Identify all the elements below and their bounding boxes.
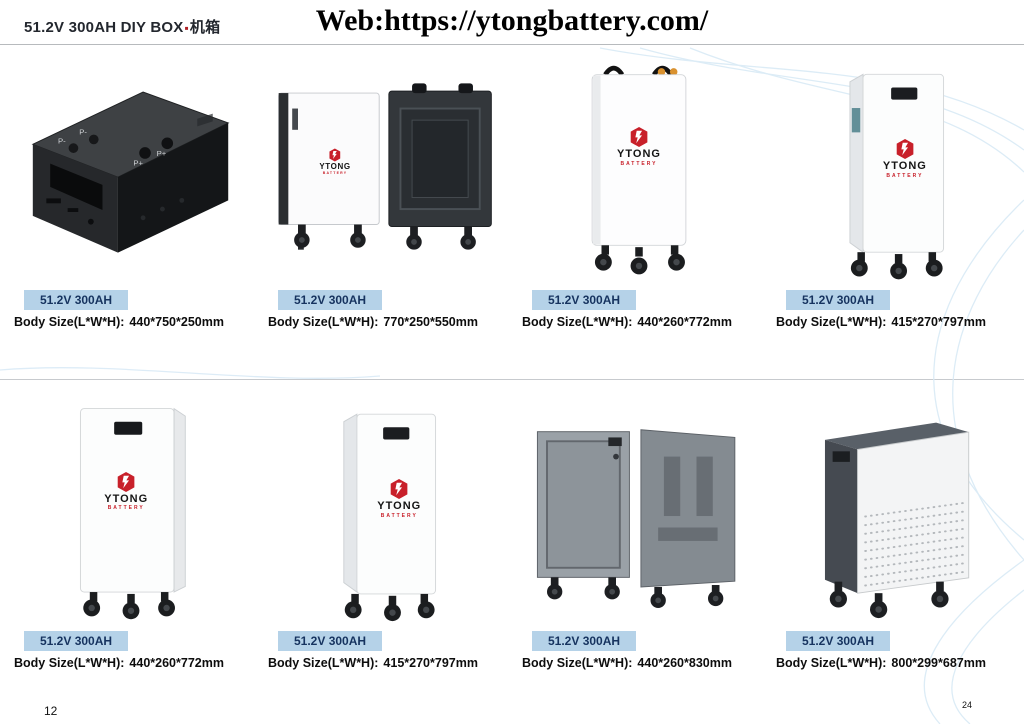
size-value: 415*270*797mm [891, 315, 986, 329]
size-value: 415*270*797mm [383, 656, 478, 670]
product-size: Body Size(L*W*H): 440*260*772mm [12, 656, 250, 670]
product-spec-badge: 51.2V 300AH [786, 290, 891, 310]
page-number-left: 12 [44, 704, 58, 718]
svg-text:P+: P+ [157, 149, 167, 158]
svg-text:P-: P- [58, 136, 66, 145]
title-text: 51.2V 300AH DIY BOX [24, 19, 184, 36]
size-value: 440*260*772mm [637, 315, 732, 329]
product-image-gray-cabinet-and-panel [520, 382, 758, 628]
product-size: Body Size(L*W*H): 800*299*687mm [774, 656, 1012, 670]
title-suffix: 机箱 [189, 19, 221, 36]
size-label: Body Size(L*W*H): [268, 315, 379, 329]
size-label: Body Size(L*W*H): [522, 656, 633, 670]
page-header: 51.2V 300AH DIY BOX▪机箱 Web:https://ytong… [0, 0, 1024, 45]
product-spec-badge: 51.2V 300AH [24, 631, 129, 651]
size-value: 440*750*250mm [129, 315, 224, 329]
size-value: 770*250*550mm [383, 315, 478, 329]
product-image-black-diy-box: P- P- P+ P+ [12, 47, 250, 287]
website-url: Web:https://ytongbattery.com/ [315, 4, 709, 37]
size-label: Body Size(L*W*H): [14, 656, 125, 670]
product-image-dark-perforated-cabinet [774, 382, 1012, 628]
product-spec-badge: 51.2V 300AH [532, 631, 637, 651]
page-number-right: 24 [961, 700, 972, 710]
product-size: Body Size(L*W*H): 440*260*830mm [520, 656, 758, 670]
size-value: 800*299*687mm [891, 656, 986, 670]
product-spec-badge: 51.2V 300AH [278, 631, 383, 651]
product-row-1: P- P- P+ P+ 51.2V 300AH Body Size(L*W*H)… [0, 45, 1024, 379]
svg-text:P-: P- [79, 128, 87, 137]
product-card: 51.2V 300AH Body Size(L*W*H): 440*260*830… [512, 380, 766, 696]
page-title: 51.2V 300AH DIY BOX▪机箱 [24, 16, 220, 37]
title-bullet: ▪ [184, 21, 189, 35]
product-card: P- P- P+ P+ 51.2V 300AH Body Size(L*W*H)… [4, 45, 258, 379]
product-size: Body Size(L*W*H): 415*270*797mm [266, 656, 504, 670]
svg-text:P+: P+ [133, 159, 143, 168]
size-label: Body Size(L*W*H): [268, 656, 379, 670]
product-spec-badge: 51.2V 300AH [532, 290, 637, 310]
product-card: 51.2V 300AH Body Size(L*W*H): 800*299*687… [766, 380, 1020, 696]
product-size: Body Size(L*W*H): 415*270*797mm [774, 315, 1012, 329]
product-spec-badge: 51.2V 300AH [278, 290, 383, 310]
product-size: Body Size(L*W*H): 440*750*250mm [12, 315, 250, 329]
size-value: 440*260*772mm [129, 656, 224, 670]
size-label: Body Size(L*W*H): [776, 656, 887, 670]
product-spec-badge: 51.2V 300AH [786, 631, 891, 651]
size-label: Body Size(L*W*H): [14, 315, 125, 329]
size-value: 440*260*830mm [637, 656, 732, 670]
size-label: Body Size(L*W*H): [522, 315, 633, 329]
product-spec-badge: 51.2V 300AH [24, 290, 129, 310]
product-size: Body Size(L*W*H): 440*260*772mm [520, 315, 758, 329]
product-size: Body Size(L*W*H): 770*250*550mm [266, 315, 504, 329]
size-label: Body Size(L*W*H): [776, 315, 887, 329]
